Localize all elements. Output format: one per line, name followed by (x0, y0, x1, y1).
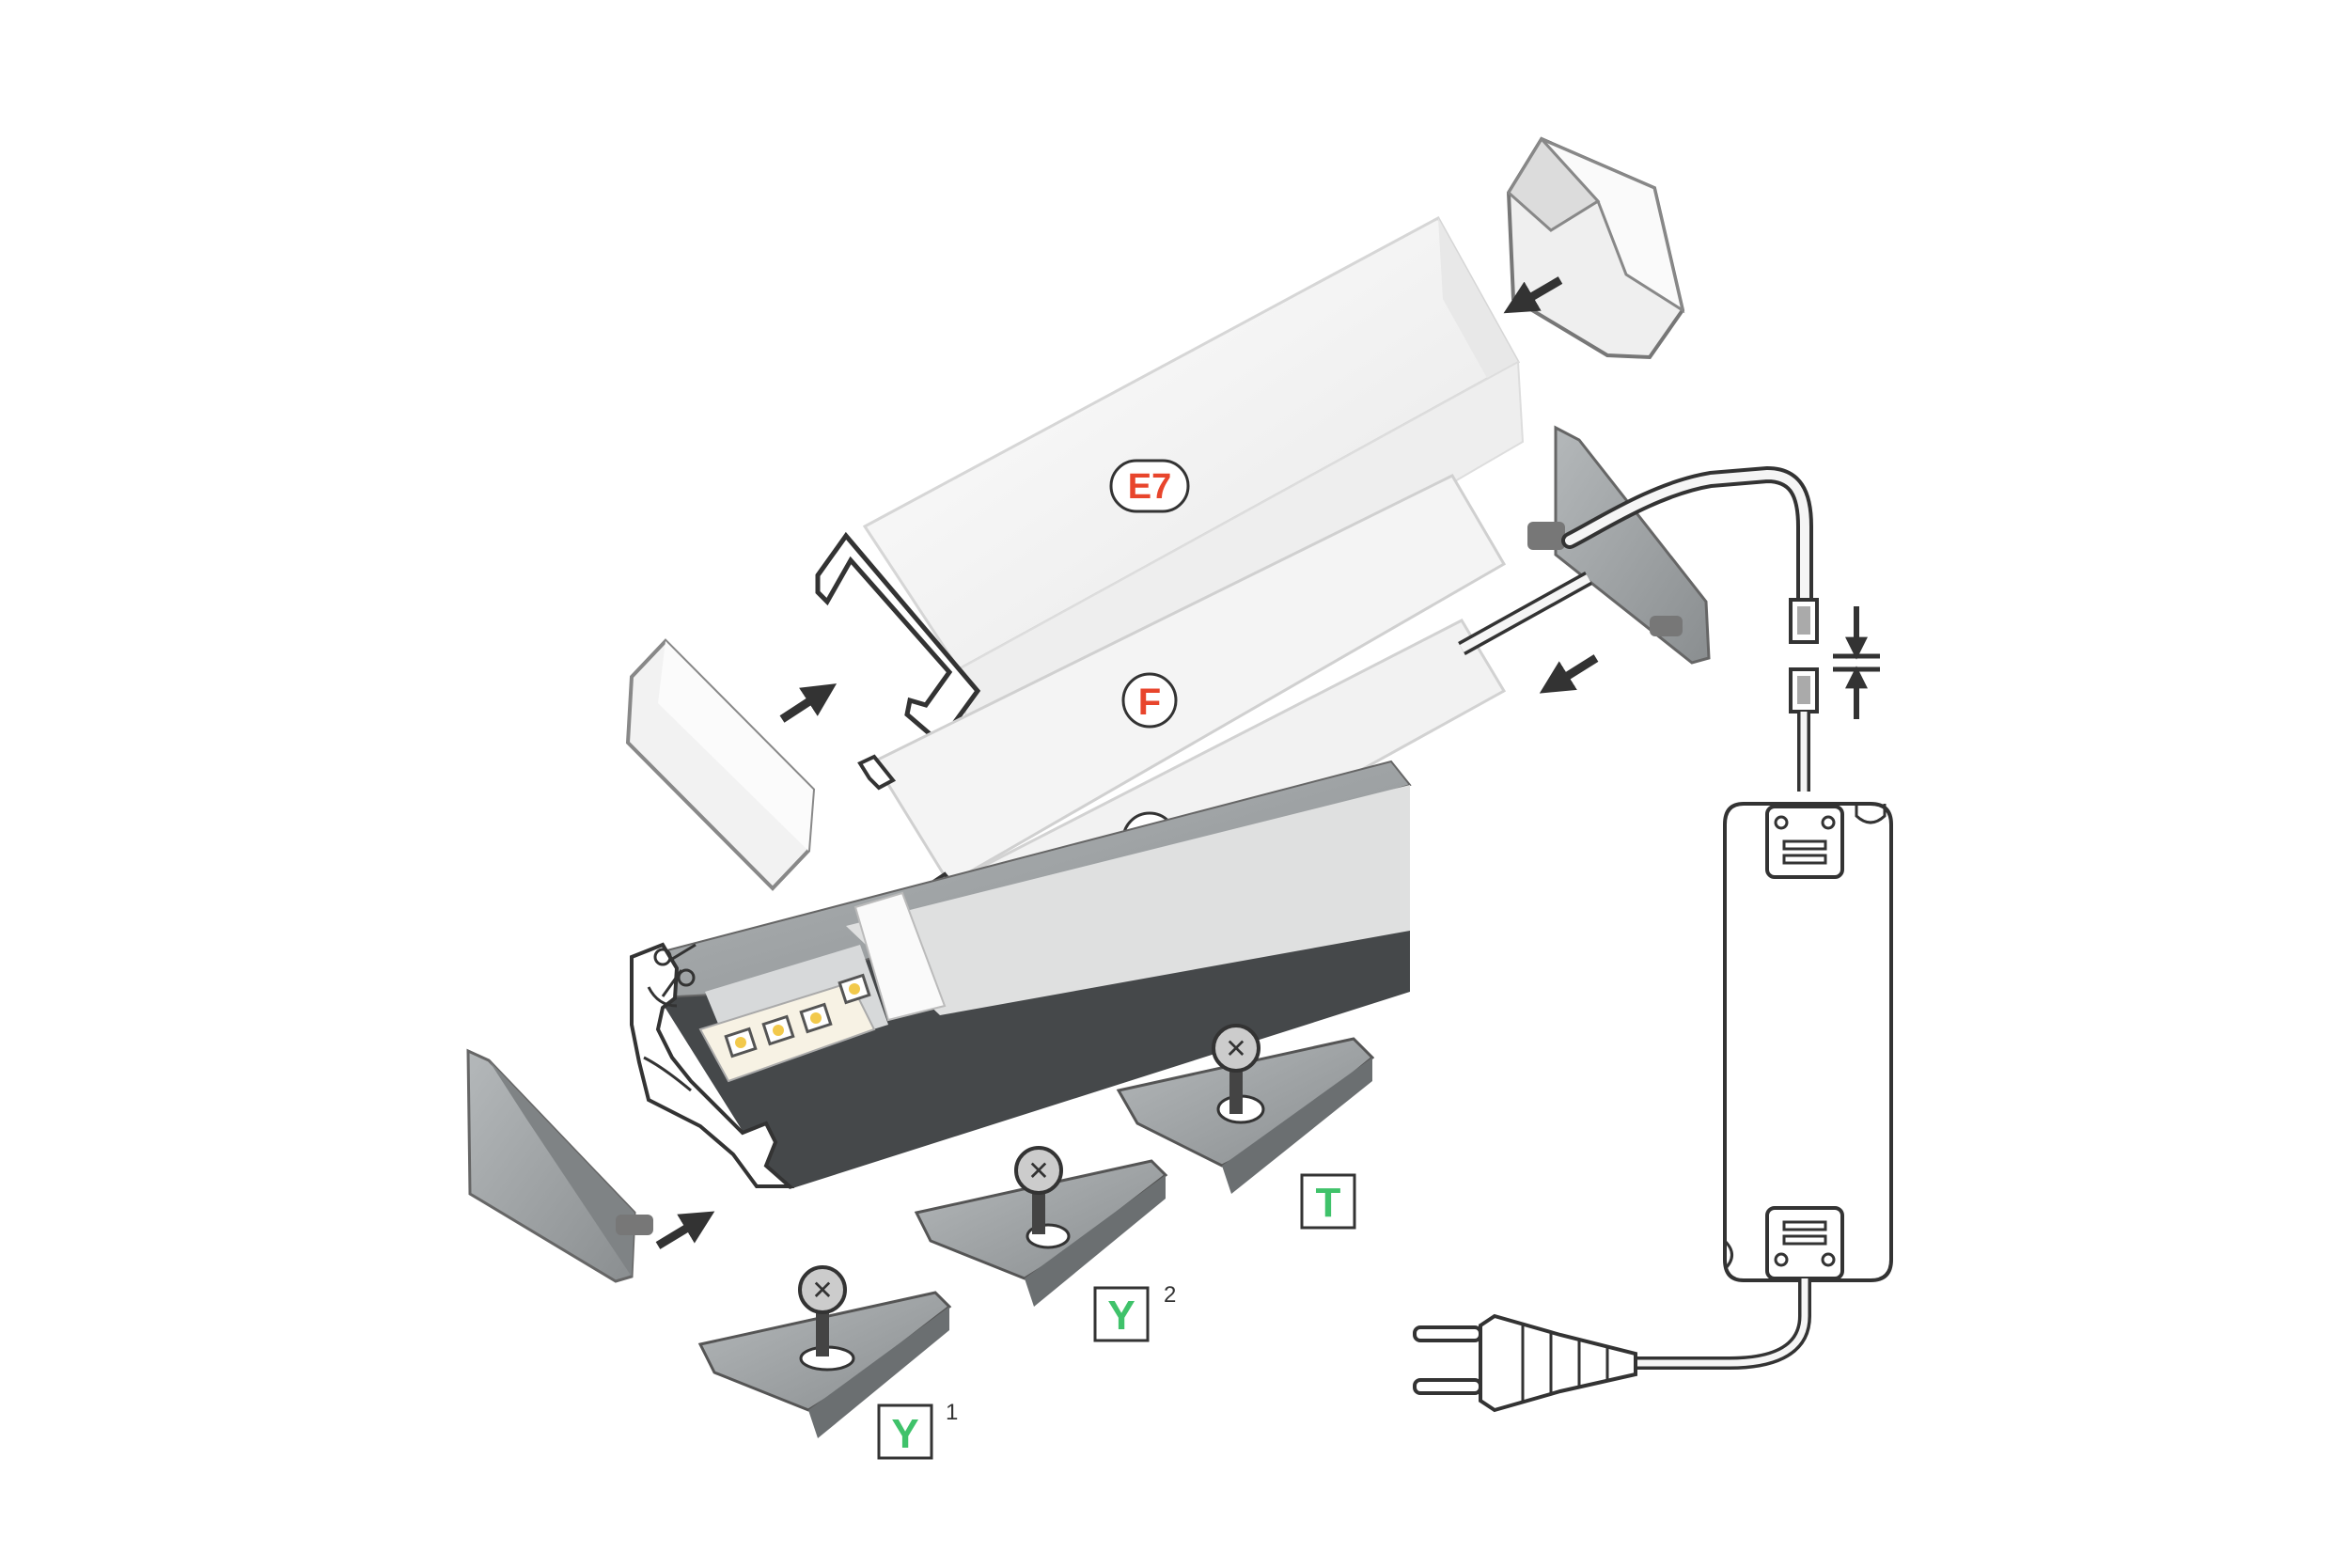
label-y2: Y 2 (1093, 1282, 1176, 1342)
svg-text:Y: Y (1107, 1293, 1135, 1339)
label-e7: E7 (1109, 459, 1190, 513)
svg-text:T: T (1316, 1180, 1341, 1226)
end-cap-top (1506, 136, 1685, 360)
cover-f (857, 474, 1507, 886)
arrow-icon (779, 683, 838, 723)
end-cap-right-with-cable (1458, 425, 1813, 665)
label-y1: Y 1 (877, 1400, 958, 1460)
led-chip (838, 973, 871, 1005)
svg-text:1: 1 (946, 1400, 958, 1425)
led-chip (761, 1014, 795, 1046)
label-t: T (1300, 1173, 1356, 1230)
svg-text:✕: ✕ (1225, 1033, 1246, 1064)
arrow-icon (1539, 654, 1599, 694)
scissors-icon (653, 943, 697, 997)
connector-icon (1789, 598, 1819, 792)
led-chip (724, 1027, 758, 1058)
arrow-icon (1503, 276, 1563, 314)
mounting-clip-y1: ✕ (697, 1265, 952, 1438)
end-cap-left (625, 638, 816, 891)
plug-icon (1413, 1313, 1637, 1413)
end-cap-left-grey (466, 1048, 653, 1283)
mounting-clip-t: ✕ (1116, 1024, 1375, 1194)
svg-text:2: 2 (1164, 1282, 1176, 1308)
svg-text:✕: ✕ (1027, 1155, 1049, 1186)
svg-text:Y: Y (891, 1411, 918, 1457)
mounting-clip-y2: ✕ (914, 1146, 1168, 1307)
svg-text:E7: E7 (1128, 467, 1171, 507)
label-f: F (1121, 672, 1178, 729)
connect-arrows-icon (1833, 606, 1880, 719)
svg-text:✕: ✕ (811, 1275, 833, 1306)
led-chip (799, 1002, 833, 1034)
aluminium-profile (630, 760, 1412, 1189)
svg-text:F: F (1138, 682, 1161, 723)
power-supply (1631, 802, 1893, 1370)
arrow-icon (655, 1211, 715, 1249)
